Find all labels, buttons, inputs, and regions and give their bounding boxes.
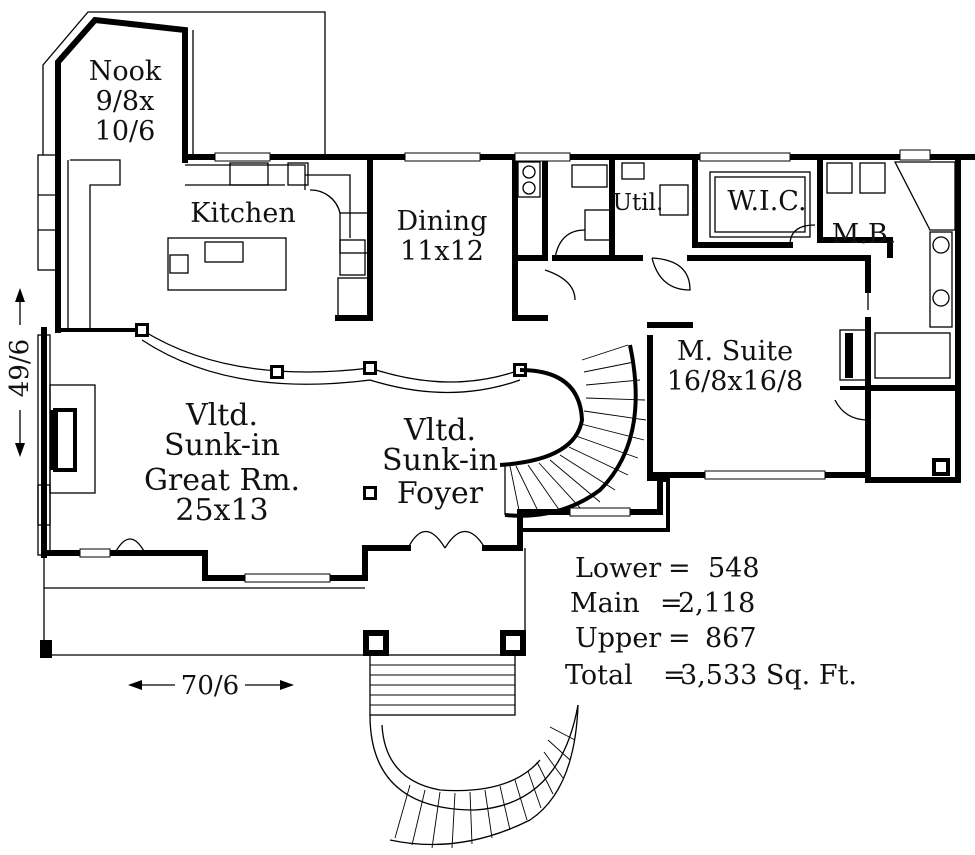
util-label: Util. [613,190,664,216]
great-room-line2: Sunk-in [164,428,280,463]
dining-size: 11x12 [400,236,484,267]
room-labels: Nook 9/8x 10/6 Kitchen Dining 11x12 Util… [89,56,897,528]
bath-fixtures [517,161,956,421]
suite-windows [79,470,826,583]
porch [40,548,579,849]
area-sep: = [660,588,683,619]
width-dimension-label: 70/6 [181,671,239,701]
area-row-main: Main = 2,118 [570,588,755,619]
fireplace [49,384,96,494]
area-value: 867 [705,623,757,654]
area-row-upper: Upper = 867 [575,623,757,654]
area-label: Total [565,660,633,691]
wic-label: W.I.C. [727,186,806,217]
foyer-line3: Foyer [397,476,484,511]
area-summary: Lower = 548 Main = 2,118 Upper = 867 Tot… [565,553,857,691]
foyer-line2: Sunk-in [382,443,498,478]
foyer-line1: Vltd. [403,413,476,448]
nook-label: Nook [89,56,162,87]
area-value: 2,118 [678,588,755,619]
master-suite-size: 16/8x16/8 [667,366,804,397]
great-room-curve-beam [141,329,521,394]
nook-size-line1: 9/8x [96,86,155,117]
columns [135,323,950,656]
great-room-line3: Great Rm. [144,463,300,498]
mb-label: M.B. [832,219,897,250]
main-stair [499,344,647,518]
nook-size-line2: 10/6 [95,116,156,147]
depth-dimension-label: 49/6 [5,339,35,397]
area-label: Upper [575,623,661,654]
entry-doors [114,530,486,554]
area-sep: = [663,660,686,691]
top-windows [214,149,931,162]
area-value: 3,533 Sq. Ft. [680,660,857,691]
width-dimension: 70/6 [128,671,294,701]
master-suite-label: M. Suite [677,336,793,367]
great-room-size: 25x13 [175,493,268,528]
kitchen-label: Kitchen [190,198,296,229]
kitchen-fixtures [67,159,371,331]
area-label: Lower [575,553,661,584]
dining-label: Dining [397,206,488,237]
area-label: Main [570,588,640,619]
area-sep: = [668,553,691,584]
depth-dimension: 49/6 [5,288,35,457]
area-row-total: Total = 3,533 Sq. Ft. [565,660,857,691]
great-room-line1: Vltd. [185,398,258,433]
area-sep: = [668,623,691,654]
area-value: 548 [708,553,760,584]
area-row-lower: Lower = 548 [575,553,760,584]
